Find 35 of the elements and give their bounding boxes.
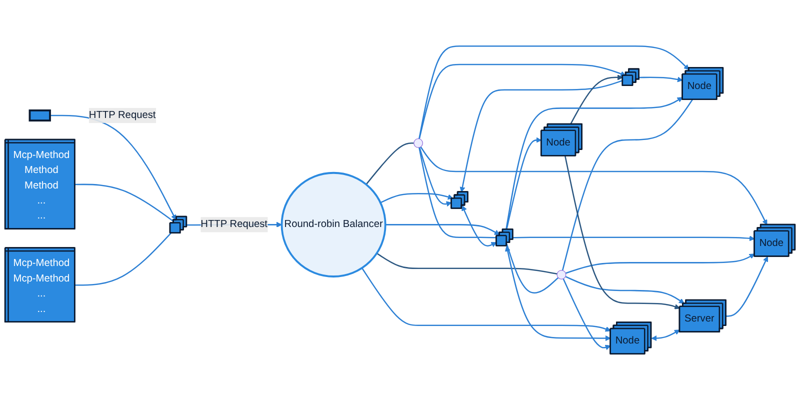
arrow bbox=[562, 278, 611, 350]
edge-label: HTTP Request bbox=[200, 218, 268, 230]
arrow bbox=[418, 64, 626, 139]
connector bbox=[418, 147, 496, 238]
arrow bbox=[565, 254, 755, 274]
node-laptop bbox=[28, 109, 51, 122]
arrow bbox=[418, 147, 452, 207]
connector bbox=[366, 142, 414, 185]
node-circle: Round-robin Balancer bbox=[280, 172, 386, 278]
edge-label: HTTP Request bbox=[88, 110, 156, 121]
arrow bbox=[651, 330, 680, 341]
arrow bbox=[570, 74, 623, 125]
arrow bbox=[726, 256, 768, 317]
connector bbox=[562, 99, 693, 271]
connector bbox=[506, 243, 559, 294]
arrow bbox=[50, 114, 176, 220]
node-circle bbox=[414, 138, 424, 148]
arrow bbox=[418, 46, 690, 139]
arrow bbox=[504, 246, 611, 342]
arrow bbox=[564, 156, 680, 310]
arrow bbox=[565, 276, 684, 304]
arrow bbox=[385, 224, 500, 236]
arrow bbox=[512, 236, 755, 242]
arrow bbox=[639, 76, 683, 82]
arrow bbox=[420, 146, 768, 226]
node-circle bbox=[556, 270, 566, 280]
arrow bbox=[462, 205, 497, 248]
arrow bbox=[460, 80, 623, 192]
arrow bbox=[361, 268, 611, 332]
connector bbox=[74, 184, 174, 222]
arrow bbox=[506, 137, 542, 230]
arrow bbox=[506, 97, 683, 230]
connector bbox=[74, 232, 172, 286]
connector bbox=[376, 252, 558, 275]
arrow bbox=[380, 193, 454, 204]
